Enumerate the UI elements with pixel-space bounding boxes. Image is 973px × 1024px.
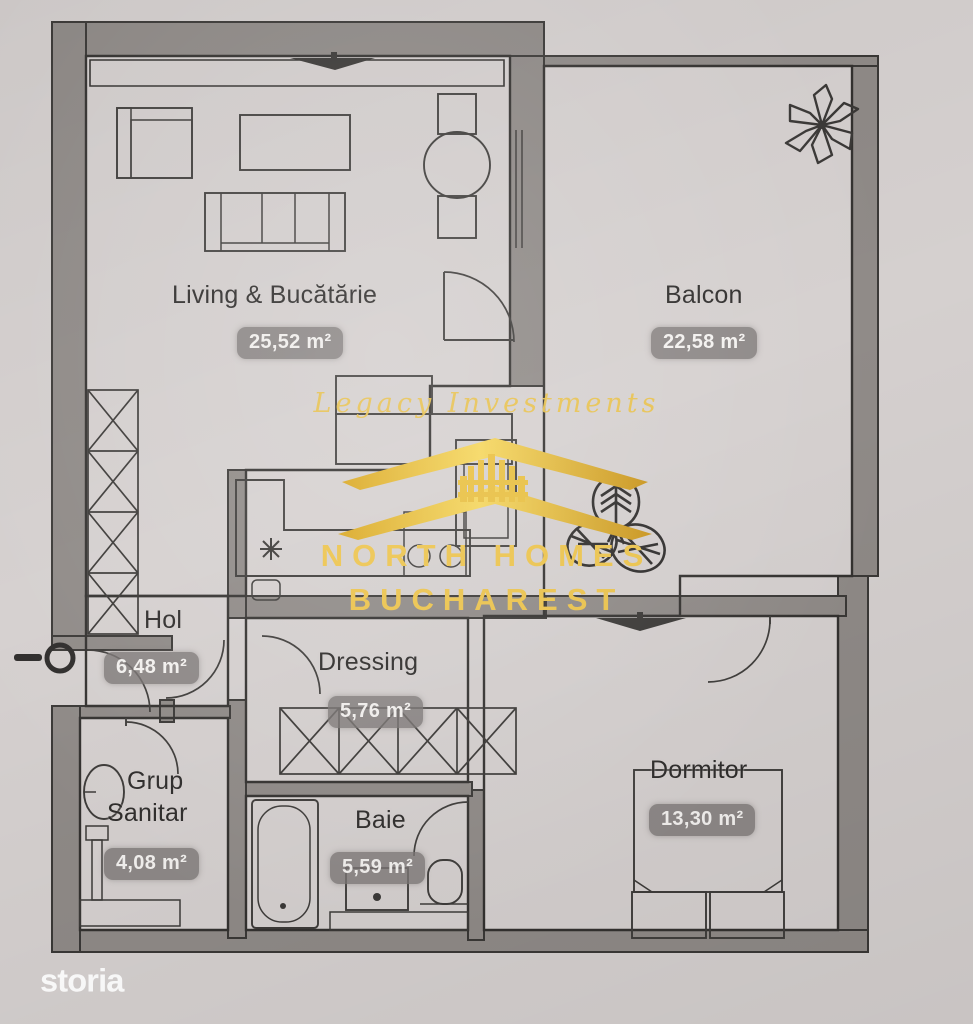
room-label-dressing: Dressing (318, 648, 419, 676)
room-label-balcon: Balcon (665, 281, 743, 309)
door-swing-baie (413, 801, 469, 857)
upper-cabinets-icon (335, 413, 513, 465)
pillow-right-icon (709, 891, 785, 939)
room-label-baie: Baie (355, 806, 406, 834)
balcony-flower-icon (784, 83, 860, 165)
door-swing-grup (125, 721, 179, 775)
sink-icon (251, 579, 281, 601)
area-badge-dormitor: 13,30 m² (649, 804, 756, 836)
kitchen-counter-icon (235, 479, 471, 577)
sofa-icon (204, 192, 346, 252)
door-swing-dressing (261, 635, 321, 695)
living-room-furniture (116, 52, 523, 252)
storia-logo-text: storia (40, 963, 125, 998)
ceiling-light-icon-2 (596, 618, 686, 631)
area-badge-living: 25,52 m² (237, 327, 344, 359)
ceiling-light-icon (290, 58, 375, 70)
kitchen-furniture (235, 271, 517, 601)
hallway-wardrobe-icon (87, 389, 139, 635)
door-swing-bedroom (707, 619, 771, 683)
bed-icon (633, 769, 783, 893)
entrance-door-marker (14, 642, 76, 674)
pillow-left-icon (631, 891, 707, 939)
bedroom-furniture (596, 612, 785, 939)
room-label-hol: Hol (144, 606, 183, 634)
area-badge-balcon: 22,58 m² (651, 327, 758, 359)
sink-small-icon (85, 825, 109, 841)
area-badge-dressing: 5,76 m² (328, 696, 424, 728)
storia-logo: storia (40, 963, 126, 998)
bathtub-icon (251, 799, 319, 929)
room-outlines (78, 54, 854, 932)
door-swing-living (443, 271, 515, 343)
grup-sanitar-fixtures (79, 718, 181, 927)
room-label-grup-sanitar-line2: Sanitar (107, 799, 188, 827)
area-badge-grup-sanitar: 4,08 m² (104, 848, 200, 880)
dining-set-icon (423, 93, 491, 239)
hob-icon (260, 538, 282, 560)
baie-fixtures (251, 799, 469, 931)
room-label-dormitor: Dormitor (650, 756, 748, 784)
room-label-grup-sanitar-line1: Grup (127, 767, 184, 795)
tv-console-icon (239, 114, 351, 171)
area-badge-baie: 5,59 m² (330, 852, 426, 884)
potted-plant-icon (566, 474, 666, 573)
area-badge-hol: 6,48 m² (104, 652, 200, 684)
toilet-icon-2 (427, 859, 463, 905)
armchair-icon (116, 107, 193, 179)
room-label-living: Living & Bucătărie (172, 281, 378, 309)
